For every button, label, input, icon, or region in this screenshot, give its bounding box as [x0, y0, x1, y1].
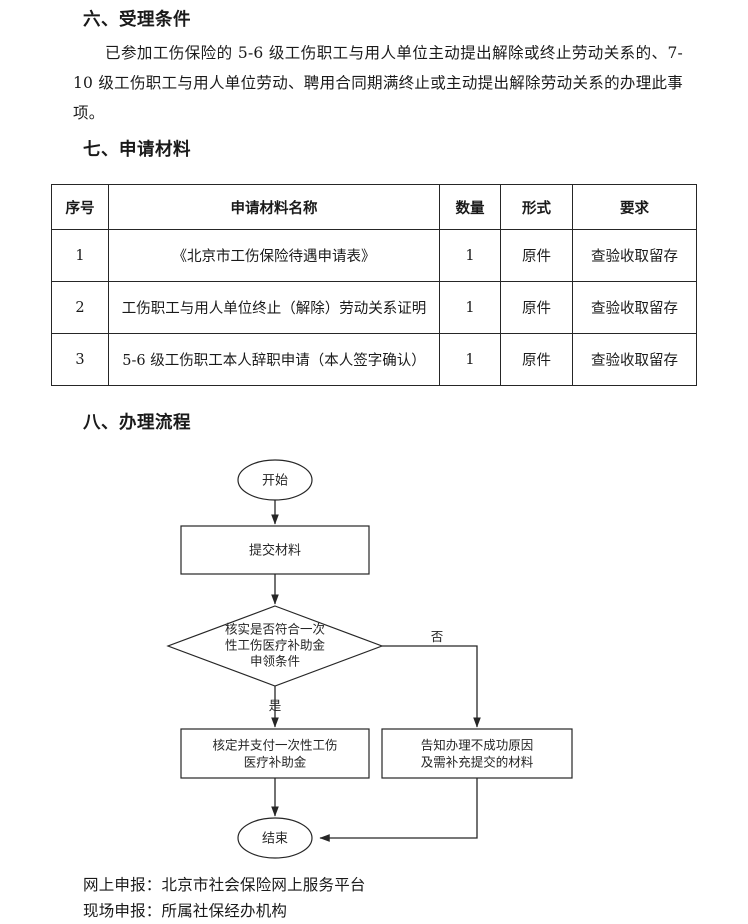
flow-node-decision-line3: 申领条件: [250, 654, 300, 669]
column-header-req: 要求: [572, 184, 697, 230]
connector-reject-to-end: [319, 778, 478, 842]
process-flowchart: 开始 提交材料 核实是否符合一次 性工伤医疗补助金 申领条件 是: [0, 440, 748, 860]
footer-note-online: 网上申报：北京市社会保险网上服务平台: [83, 876, 366, 894]
cell-no: 1: [51, 229, 109, 282]
column-header-qty: 数量: [439, 184, 501, 230]
flow-node-approve-line2: 医疗补助金: [244, 755, 307, 770]
flow-node-reject-line1: 告知办理不成功原因: [421, 738, 534, 753]
flow-node-approve: 核定并支付一次性工伤 医疗补助金: [180, 728, 370, 779]
cell-requirement: 查验收取留存: [572, 281, 697, 334]
section-heading-acceptance: 六、受理条件: [83, 10, 191, 30]
acceptance-paragraph: 已参加工伤保险的 5-6 级工伤职工与用人单位主动提出解除或终止劳动关系的、7-…: [73, 44, 683, 122]
flow-node-start-label: 开始: [262, 474, 288, 489]
cell-name: 5-6 级工伤职工本人辞职申请（本人签字确认）: [108, 333, 440, 386]
table-row: 3 5-6 级工伤职工本人辞职申请（本人签字确认） 1 原件 查验收取留存: [51, 333, 697, 386]
cell-name: 《北京市工伤保险待遇申请表》: [108, 229, 440, 282]
cell-no: 3: [51, 333, 109, 386]
table-row: 1 《北京市工伤保险待遇申请表》 1 原件 查验收取留存: [51, 229, 697, 282]
flow-node-submit: 提交材料: [180, 525, 370, 575]
edge-label-yes: 是: [269, 698, 282, 713]
column-header-no: 序号: [51, 184, 109, 230]
cell-form: 原件: [500, 229, 573, 282]
flow-node-reject-line2: 及需补充提交的材料: [421, 755, 534, 770]
flow-node-decision: 核实是否符合一次 性工伤医疗补助金 申领条件: [166, 605, 384, 687]
connector-decision-no: [382, 645, 481, 728]
table-row: 2 工伤职工与用人单位终止（解除）劳动关系证明 1 原件 查验收取留存: [51, 281, 697, 334]
cell-qty: 1: [439, 281, 501, 334]
section-heading-materials: 七、申请材料: [83, 140, 191, 160]
column-header-form: 形式: [500, 184, 573, 230]
cell-qty: 1: [439, 333, 501, 386]
flow-node-start: 开始: [237, 459, 313, 501]
flow-node-decision-line2: 性工伤医疗补助金: [225, 638, 326, 653]
cell-requirement: 查验收取留存: [572, 333, 697, 386]
flow-node-end-label: 结束: [262, 832, 288, 847]
flow-node-end: 结束: [237, 817, 313, 859]
cell-form: 原件: [500, 281, 573, 334]
flow-node-reject: 告知办理不成功原因 及需补充提交的材料: [381, 728, 573, 779]
flow-node-decision-line1: 核实是否符合一次: [225, 622, 325, 637]
cell-form: 原件: [500, 333, 573, 386]
cell-name: 工伤职工与用人单位终止（解除）劳动关系证明: [108, 281, 440, 334]
table-header-row: 序号 申请材料名称 数量 形式 要求: [51, 184, 697, 230]
footer-note-onsite: 现场申报：所属社保经办机构: [83, 902, 288, 920]
cell-no: 2: [51, 281, 109, 334]
flow-node-approve-line1: 核定并支付一次性工伤: [212, 738, 337, 753]
cell-qty: 1: [439, 229, 501, 282]
column-header-name: 申请材料名称: [108, 184, 440, 230]
flow-node-submit-label: 提交材料: [249, 543, 301, 559]
section-heading-process: 八、办理流程: [83, 413, 191, 433]
edge-label-no: 否: [431, 629, 444, 644]
footer-notes: 网上申报：北京市社会保险网上服务平台 现场申报：所属社保经办机构: [83, 872, 366, 924]
materials-table: 序号 申请材料名称 数量 形式 要求 1 《北京市工伤保险待遇申请表》 1 原件…: [51, 184, 697, 386]
cell-requirement: 查验收取留存: [572, 229, 697, 282]
